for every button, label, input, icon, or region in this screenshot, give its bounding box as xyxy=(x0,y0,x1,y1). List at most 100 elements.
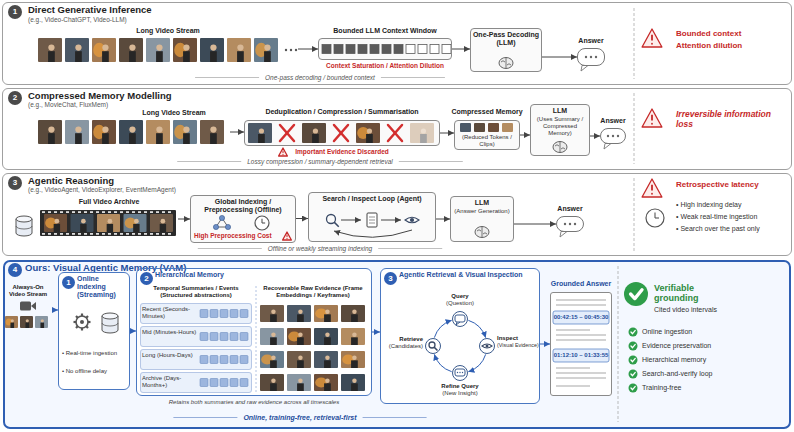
warning-icon xyxy=(279,148,288,156)
module-box: Online Indexing (Streaming)• Real-time i… xyxy=(58,272,130,390)
figure-body xyxy=(25,323,29,328)
frame-bg xyxy=(38,120,62,144)
warning-bar xyxy=(651,185,653,191)
eye-pupil xyxy=(410,218,414,222)
sprocket-hole xyxy=(48,233,51,235)
loop-arrow xyxy=(334,230,412,237)
summary-token xyxy=(240,333,248,341)
step-number: 4 xyxy=(8,263,22,277)
box-fill xyxy=(454,120,520,150)
node-text: 4 xyxy=(8,263,22,277)
node-text: Grounded Answer xyxy=(541,280,621,288)
note-label: Offline or weakly streaming indexing xyxy=(170,245,470,252)
sprocket-hole xyxy=(108,211,111,213)
gear-hub xyxy=(80,320,84,324)
connector-arrow xyxy=(468,354,485,371)
footer-rule xyxy=(177,161,241,162)
database-top xyxy=(102,313,118,319)
video-frame xyxy=(20,316,33,328)
figure-body xyxy=(270,360,277,368)
frame-bg xyxy=(314,374,338,391)
node-text: (Candidates) xyxy=(381,343,423,350)
footer-rule xyxy=(363,417,427,418)
frame-bg xyxy=(341,305,365,322)
figure-body xyxy=(107,224,113,232)
warning-dot xyxy=(651,193,653,195)
check-mark xyxy=(631,358,635,361)
context-token xyxy=(322,45,331,54)
note-label: Lossy compression / summary-dependent re… xyxy=(170,158,470,165)
video-frame xyxy=(287,328,311,345)
sprocket-hole xyxy=(114,211,117,213)
frame-bg xyxy=(92,120,116,144)
node-text: • Real-time ingestion xyxy=(62,350,126,357)
figure-head xyxy=(41,319,44,322)
clock-face xyxy=(646,209,664,227)
question-bubble-tail xyxy=(456,322,460,325)
connector-arrow xyxy=(514,224,556,225)
sprocket-hole xyxy=(138,233,141,235)
box-fill xyxy=(140,303,252,324)
frame-bg xyxy=(341,351,365,368)
interval-box xyxy=(553,349,609,362)
context-token xyxy=(418,45,427,54)
summary-token xyxy=(220,310,228,318)
summary-token xyxy=(230,379,238,387)
figure-body xyxy=(297,337,304,345)
sprocket-hole xyxy=(168,233,171,235)
summary-token xyxy=(220,379,228,387)
clock-hand xyxy=(261,219,262,223)
text-line xyxy=(556,385,590,387)
warning-icon xyxy=(642,109,662,127)
warning-icon xyxy=(283,232,292,240)
node-text: (e.g., VideoAgent, VideoExplorer, EventM… xyxy=(28,186,288,193)
node-text: Search / Inspect Loop (Agent) xyxy=(310,195,434,203)
sprocket-hole xyxy=(72,211,75,213)
figure-body xyxy=(297,314,304,322)
figure-head xyxy=(102,44,108,50)
network-icon xyxy=(213,215,230,229)
node-text: (Answer Generation) xyxy=(452,208,512,215)
node-text: Temporal Summaries / Events (Structured … xyxy=(140,285,252,299)
brain-icon xyxy=(499,58,513,69)
node-text: (New Insight) xyxy=(430,390,490,397)
figure-body xyxy=(420,134,427,143)
check-mark xyxy=(631,386,635,389)
warning-dot xyxy=(651,43,653,45)
note-label: Cited video intervals xyxy=(654,306,784,314)
node-text: Hierarchical Memory xyxy=(155,271,305,279)
frame-strip: Long Video Stream xyxy=(38,120,230,144)
node-text: Retrieve xyxy=(381,336,423,343)
box-fill xyxy=(452,311,468,327)
figure-head xyxy=(108,219,113,224)
video-frame xyxy=(38,120,62,144)
video-frame xyxy=(410,123,434,143)
frame-bg xyxy=(287,328,311,345)
figure-head xyxy=(271,356,275,360)
box-fill xyxy=(140,372,252,393)
clock-icon xyxy=(255,216,269,230)
connector-arrow xyxy=(296,218,308,219)
video-frame xyxy=(287,305,311,322)
node-text: 2 xyxy=(8,91,22,105)
frame-bg xyxy=(150,214,173,232)
discard-cross xyxy=(388,125,402,141)
figure-head xyxy=(367,128,372,133)
box-fill xyxy=(380,268,540,404)
summary-token xyxy=(230,356,238,364)
video-frame xyxy=(92,120,116,144)
check-mark xyxy=(631,290,642,299)
warning-dot xyxy=(651,123,653,125)
frame-bg xyxy=(44,214,67,232)
document-line xyxy=(369,223,375,224)
box-fill xyxy=(244,120,440,146)
row-panel: Direct Generative Inference(e.g., Video-… xyxy=(2,2,792,85)
node-text: (e.g., Video-ChatGPT, Video-LLM) xyxy=(28,16,248,23)
network-node xyxy=(219,215,224,220)
figure-head xyxy=(210,126,216,132)
figure-body xyxy=(324,337,331,345)
node-text: Recoverable Raw Evidence (Frame Embeddin… xyxy=(258,285,368,299)
footer-rule xyxy=(195,77,259,78)
gear-icon xyxy=(74,314,91,331)
